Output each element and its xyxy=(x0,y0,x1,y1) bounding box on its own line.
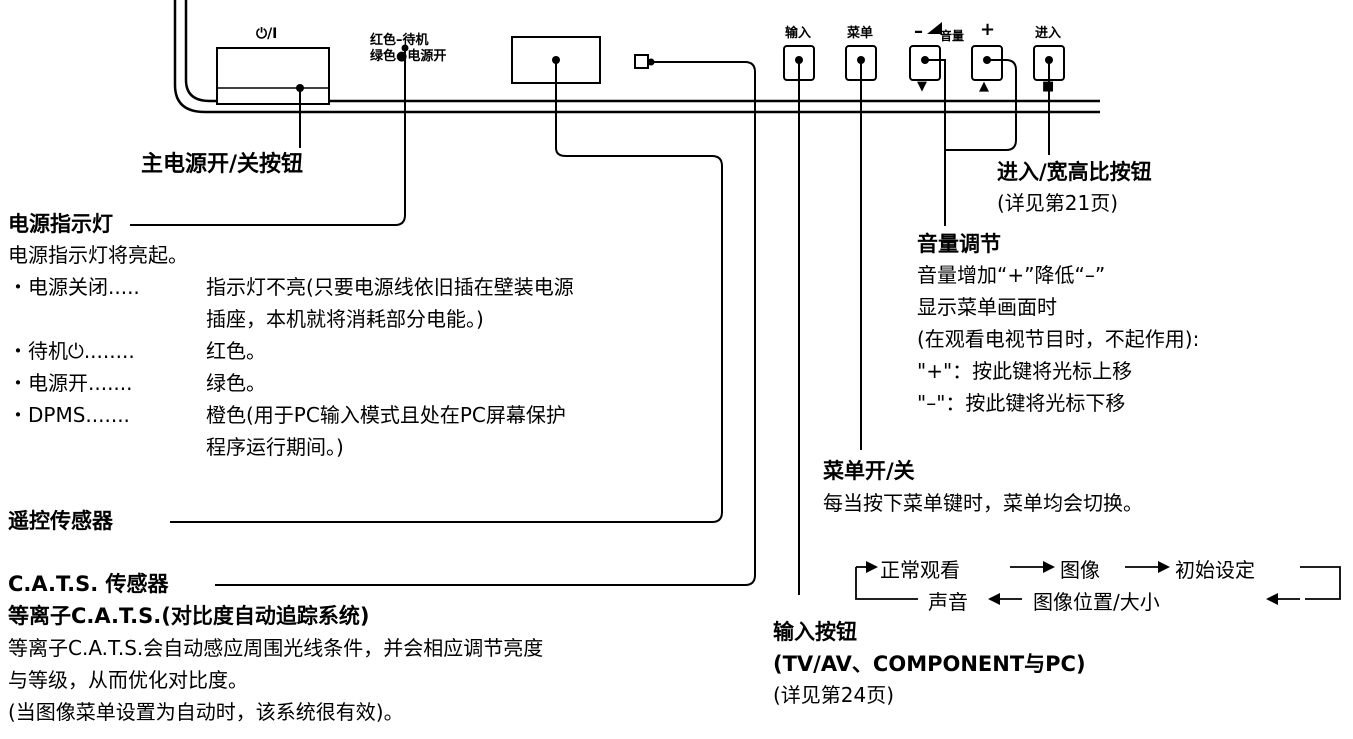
cats-sensor-shape xyxy=(634,54,649,69)
power-indicator-desc: 电源指示灯将亮起。 xyxy=(8,243,188,267)
power-item-dpms-value: 橙色(用于PC输入模式且处在PC屏幕保护 xyxy=(206,403,566,427)
enter-button-note: (详见第21页) xyxy=(997,191,1119,215)
power-indicator-title: 电源指示灯 xyxy=(8,212,113,236)
menu-flow-normal: 正常观看 xyxy=(880,558,960,582)
input-button-title: 输入按钮 xyxy=(773,620,857,644)
remote-sensor-title: 遥控传感器 xyxy=(8,509,113,533)
arrow-down-icon: ▼ xyxy=(917,79,927,94)
panel-outline xyxy=(173,0,1100,114)
cats-title: C.A.T.S. 传感器 xyxy=(8,572,169,596)
menu-desc: 每当按下菜单键时，菜单均会切换。 xyxy=(823,491,1143,515)
power-item-dpms-cont: 程序运行期间。) xyxy=(206,436,344,459)
menu-flow-setup: 初始设定 xyxy=(1175,558,1255,582)
menu-button-label[interactable]: 菜单 xyxy=(847,26,874,41)
vol-minus-label[interactable]: – xyxy=(914,21,923,42)
volume-title: 音量调节 xyxy=(917,232,1001,256)
cats-line2: 与等级，从而优化对比度。 xyxy=(8,668,248,692)
enter-button-label[interactable]: 进入 xyxy=(1035,26,1062,41)
volume-line3: (在观看电视节目时，不起作用): xyxy=(917,327,1200,351)
arrow-up-icon: ▲ xyxy=(979,79,989,94)
power-item-on: ・电源开....... 绿色。 xyxy=(8,372,266,395)
input-button-note: (详见第24页) xyxy=(773,683,895,707)
power-item-dpms: ・DPMS....... 橙色(用于PC输入模式且处在PC屏幕保护 xyxy=(8,404,566,427)
cats-line3: (当图像菜单设置为自动时，该系统很有效)。 xyxy=(8,700,404,724)
cats-subtitle: 等离子C.A.T.S.(对比度自动追踪系统) xyxy=(8,604,370,628)
panel-inner-line xyxy=(184,0,1100,103)
square-icon: ■ xyxy=(1042,79,1055,94)
power-item-standby-value: 红色。 xyxy=(206,339,266,363)
volume-line2: 显示菜单画面时 xyxy=(917,295,1057,319)
power-item-off-key: ・电源关闭..... xyxy=(8,275,140,299)
menu-title: 菜单开/关 xyxy=(823,459,915,483)
enter-button-title: 进入/宽高比按钮 xyxy=(997,160,1152,184)
power-item-standby: ・待机⏻........ 红色。 xyxy=(8,340,266,363)
led-legend-line2: 绿色●电源开 xyxy=(370,49,447,64)
power-item-dpms-key: ・DPMS....... xyxy=(8,403,130,427)
power-item-off-value2: 插座，本机就将消耗部分电能。) xyxy=(206,307,484,331)
vol-plus-label[interactable]: + xyxy=(980,19,996,40)
menu-flow-position: 图像位置/大小 xyxy=(1033,590,1160,614)
power-item-off-cont: 插座，本机就将消耗部分电能。) xyxy=(206,308,484,331)
power-item-off-value: 指示灯不亮(只要电源线依旧插在壁装电源 xyxy=(206,275,574,299)
power-item-dpms-value2: 程序运行期间。) xyxy=(206,435,344,459)
volume-label: 音量 xyxy=(940,29,965,43)
volume-line1: 音量增加“+”降低“–” xyxy=(917,263,1106,287)
volume-line4: "+"：按此键将光标上移 xyxy=(917,359,1133,383)
menu-flow-sound: 声音 xyxy=(928,590,968,614)
volume-wedge-icon xyxy=(927,22,942,34)
power-symbol-label: ⏻/I xyxy=(256,26,278,42)
power-item-on-key: ・电源开....... xyxy=(8,371,133,395)
power-item-on-value: 绿色。 xyxy=(206,371,266,395)
power-item-off: ・电源关闭..... 指示灯不亮(只要电源线依旧插在壁装电源 xyxy=(8,276,574,299)
menu-flow-picture: 图像 xyxy=(1060,558,1100,582)
input-button-label[interactable]: 输入 xyxy=(785,26,812,41)
main-power-button-shape xyxy=(216,47,330,105)
input-button-subtitle: (TV/AV、COMPONENT与PC) xyxy=(773,652,1086,676)
main-power-title: 主电源开/关按钮 xyxy=(141,152,304,177)
cats-line1: 等离子C.A.T.S.会自动感应周围光线条件，并会相应调节亮度 xyxy=(8,636,544,660)
led-legend-line1: 红色–待机 xyxy=(370,33,429,48)
volume-line5: "–"：按此键将光标下移 xyxy=(917,391,1126,415)
power-item-standby-key: ・待机⏻........ xyxy=(8,339,135,363)
